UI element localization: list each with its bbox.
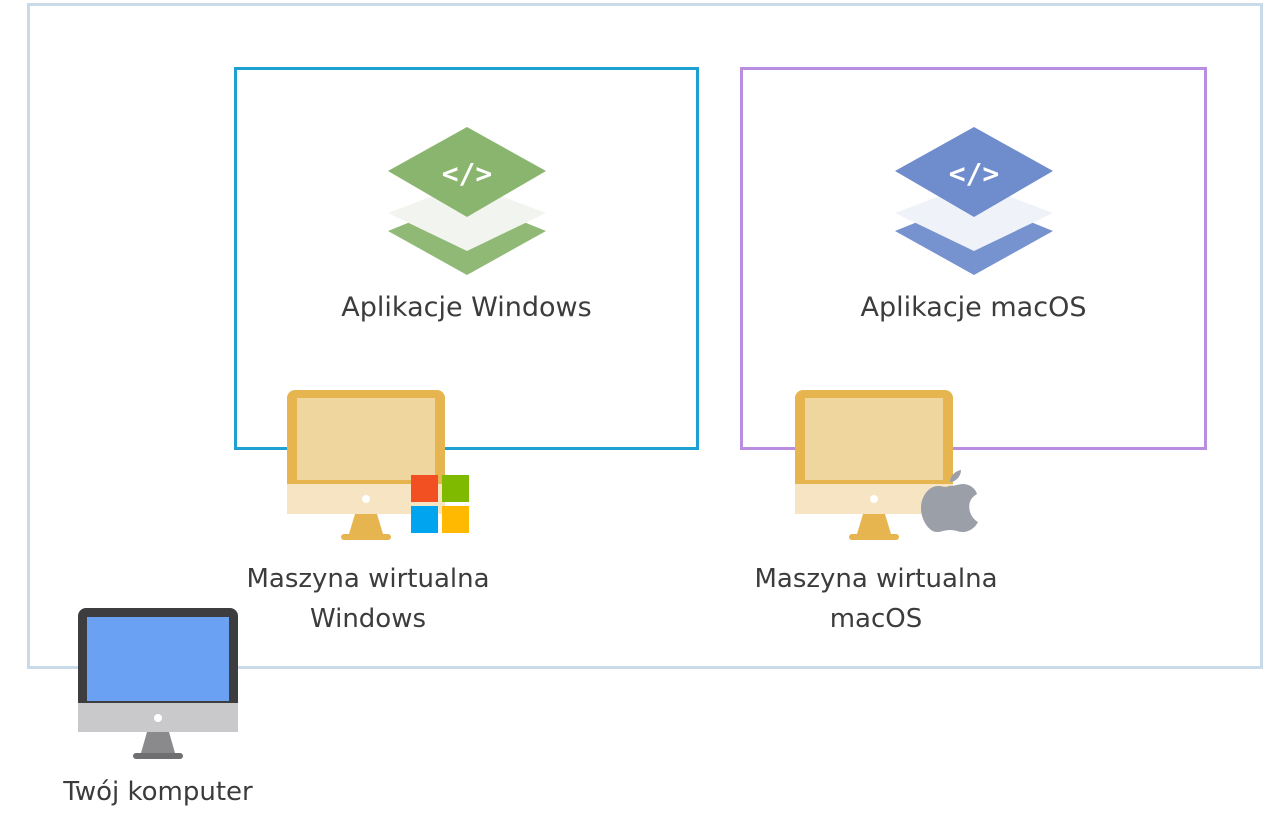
apple-logo-icon <box>921 470 978 532</box>
svg-text:</>: </> <box>442 157 493 190</box>
svg-text:</>: </> <box>949 157 1000 190</box>
windows-apps-label: Aplikacje Windows <box>341 292 592 323</box>
macos-vm-label: Maszyna wirtualna macOS <box>716 559 1036 639</box>
windows-vm-label-line1: Maszyna wirtualna <box>246 564 490 594</box>
macos-vm-label-line2: macOS <box>829 604 923 634</box>
windows-vm-monitor-icon <box>285 388 475 544</box>
macos-apps-label: Aplikacje macOS <box>860 292 1087 323</box>
windows-logo-icon <box>411 475 469 533</box>
windows-apps-box <box>234 67 699 450</box>
macos-vm-monitor-icon <box>793 388 983 544</box>
host-computer-label: Twój komputer <box>63 777 253 807</box>
windows-vm-label: Maszyna wirtualna Windows <box>208 559 528 639</box>
macos-vm-label-line1: Maszyna wirtualna <box>754 564 998 594</box>
host-computer-frame <box>27 3 1263 669</box>
windows-code-layers-icon: </> <box>386 127 548 277</box>
windows-vm-label-line2: Windows <box>309 604 427 634</box>
macos-apps-box <box>740 67 1207 450</box>
macos-code-layers-icon: </> <box>893 127 1055 277</box>
desktop-computer-icon <box>77 607 239 762</box>
